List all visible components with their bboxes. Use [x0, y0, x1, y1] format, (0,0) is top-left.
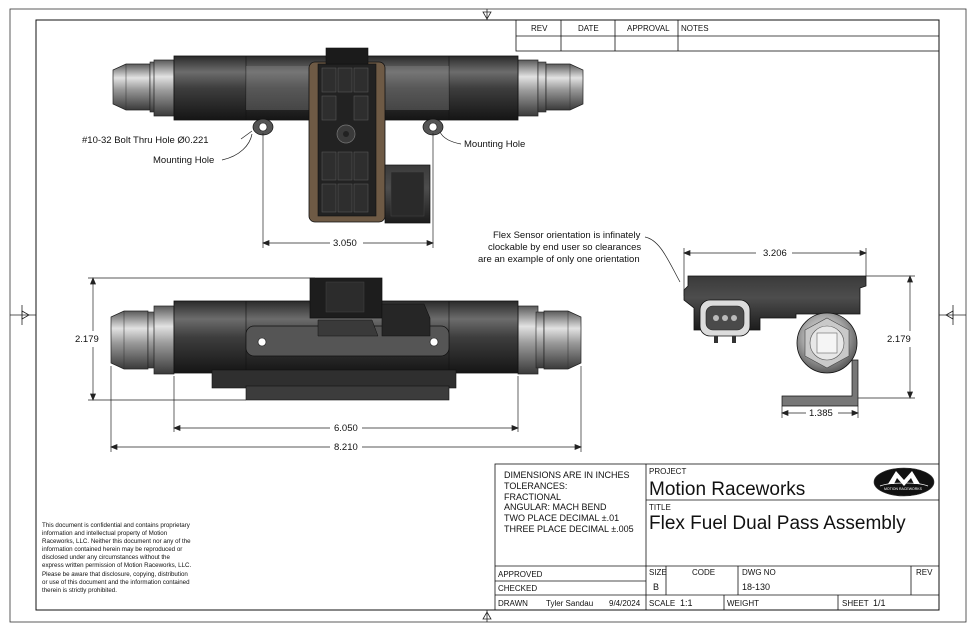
- title-label: TITLE: [649, 503, 671, 512]
- rev-header-approval: APPROVAL: [627, 24, 670, 33]
- top-view: [112, 47, 584, 224]
- dwg-no-label: DWG NO: [742, 568, 776, 577]
- rev-header-rev: REV: [531, 24, 548, 33]
- sheet-label: SHEET: [842, 599, 869, 608]
- tolerance-line: DIMENSIONS ARE IN INCHES: [504, 470, 630, 480]
- mounting-hole-left-callout: Mounting Hole: [153, 155, 215, 166]
- flex-note-line-2: clockable by end user so clearances: [488, 242, 642, 253]
- dim-hole-spacing: 3.050: [333, 238, 357, 249]
- dim-side-width: 3.206: [763, 248, 787, 259]
- project-name: Motion Raceworks: [649, 479, 806, 500]
- tolerance-block: DIMENSIONS ARE IN INCHES TOLERANCES: FRA…: [504, 470, 634, 535]
- approved-label: APPROVED: [498, 570, 543, 579]
- project-label: PROJECT: [649, 467, 687, 476]
- dwg-no-value: 18-130: [742, 582, 771, 592]
- size-label: SIZE: [649, 568, 667, 577]
- mounting-hole-right-callout: Mounting Hole: [464, 139, 526, 150]
- confidentiality-notice: This document is confidential and contai…: [42, 522, 192, 594]
- dim-front-height: 2.179: [75, 334, 99, 345]
- rev-label: REV: [916, 568, 933, 577]
- dim-3050-lines: [262, 133, 434, 248]
- flex-note-line-3: are an example of only one orientation: [478, 254, 640, 265]
- rev-header-notes: NOTES: [681, 24, 709, 33]
- drawn-by: Tyler Sandau: [546, 599, 594, 608]
- top-view-leaders: [221, 130, 462, 161]
- company-logo: [873, 467, 935, 497]
- scale-value: 1:1: [680, 598, 693, 608]
- rev-header-date: DATE: [578, 24, 599, 33]
- code-label: CODE: [692, 568, 716, 577]
- side-view-dim-lines: [644, 236, 915, 418]
- front-view: [110, 277, 582, 401]
- logo-text: MOTION RACEWORKS: [884, 487, 922, 491]
- weight-label: WEIGHT: [727, 599, 759, 608]
- flex-note-line-1: Flex Sensor orientation is infinately: [493, 230, 641, 241]
- drawn-label: DRAWN: [498, 599, 528, 608]
- scale-label: SCALE: [649, 599, 676, 608]
- title-block-grid: [494, 463, 940, 611]
- sheet-value: 1/1: [873, 598, 886, 608]
- tolerance-line: THREE PLACE DECIMAL ±.005: [504, 523, 634, 534]
- size-value: B: [653, 582, 660, 592]
- dim-body-length: 6.050: [334, 423, 358, 434]
- tolerance-line: ANGULAR: MACH BEND: [504, 502, 607, 513]
- side-view: [683, 275, 867, 407]
- drawn-date: 9/4/2024: [609, 599, 641, 608]
- bolt-hole-callout: #10-32 Bolt Thru Hole Ø0.221: [82, 135, 209, 146]
- dim-side-height: 2.179: [887, 334, 911, 345]
- tolerance-line: FRACTIONAL: [504, 491, 562, 502]
- checked-label: CHECKED: [498, 584, 538, 593]
- tolerance-line: TWO PLACE DECIMAL ±.01: [504, 513, 620, 524]
- drawing-title: Flex Fuel Dual Pass Assembly: [649, 513, 906, 534]
- front-view-dim-lines: [88, 277, 582, 452]
- centering-marks: [10, 9, 966, 622]
- tolerance-line: TOLERANCES:: [504, 480, 568, 491]
- dim-side-depth: 1.385: [809, 408, 833, 419]
- dim-overall-length: 8.210: [334, 442, 358, 453]
